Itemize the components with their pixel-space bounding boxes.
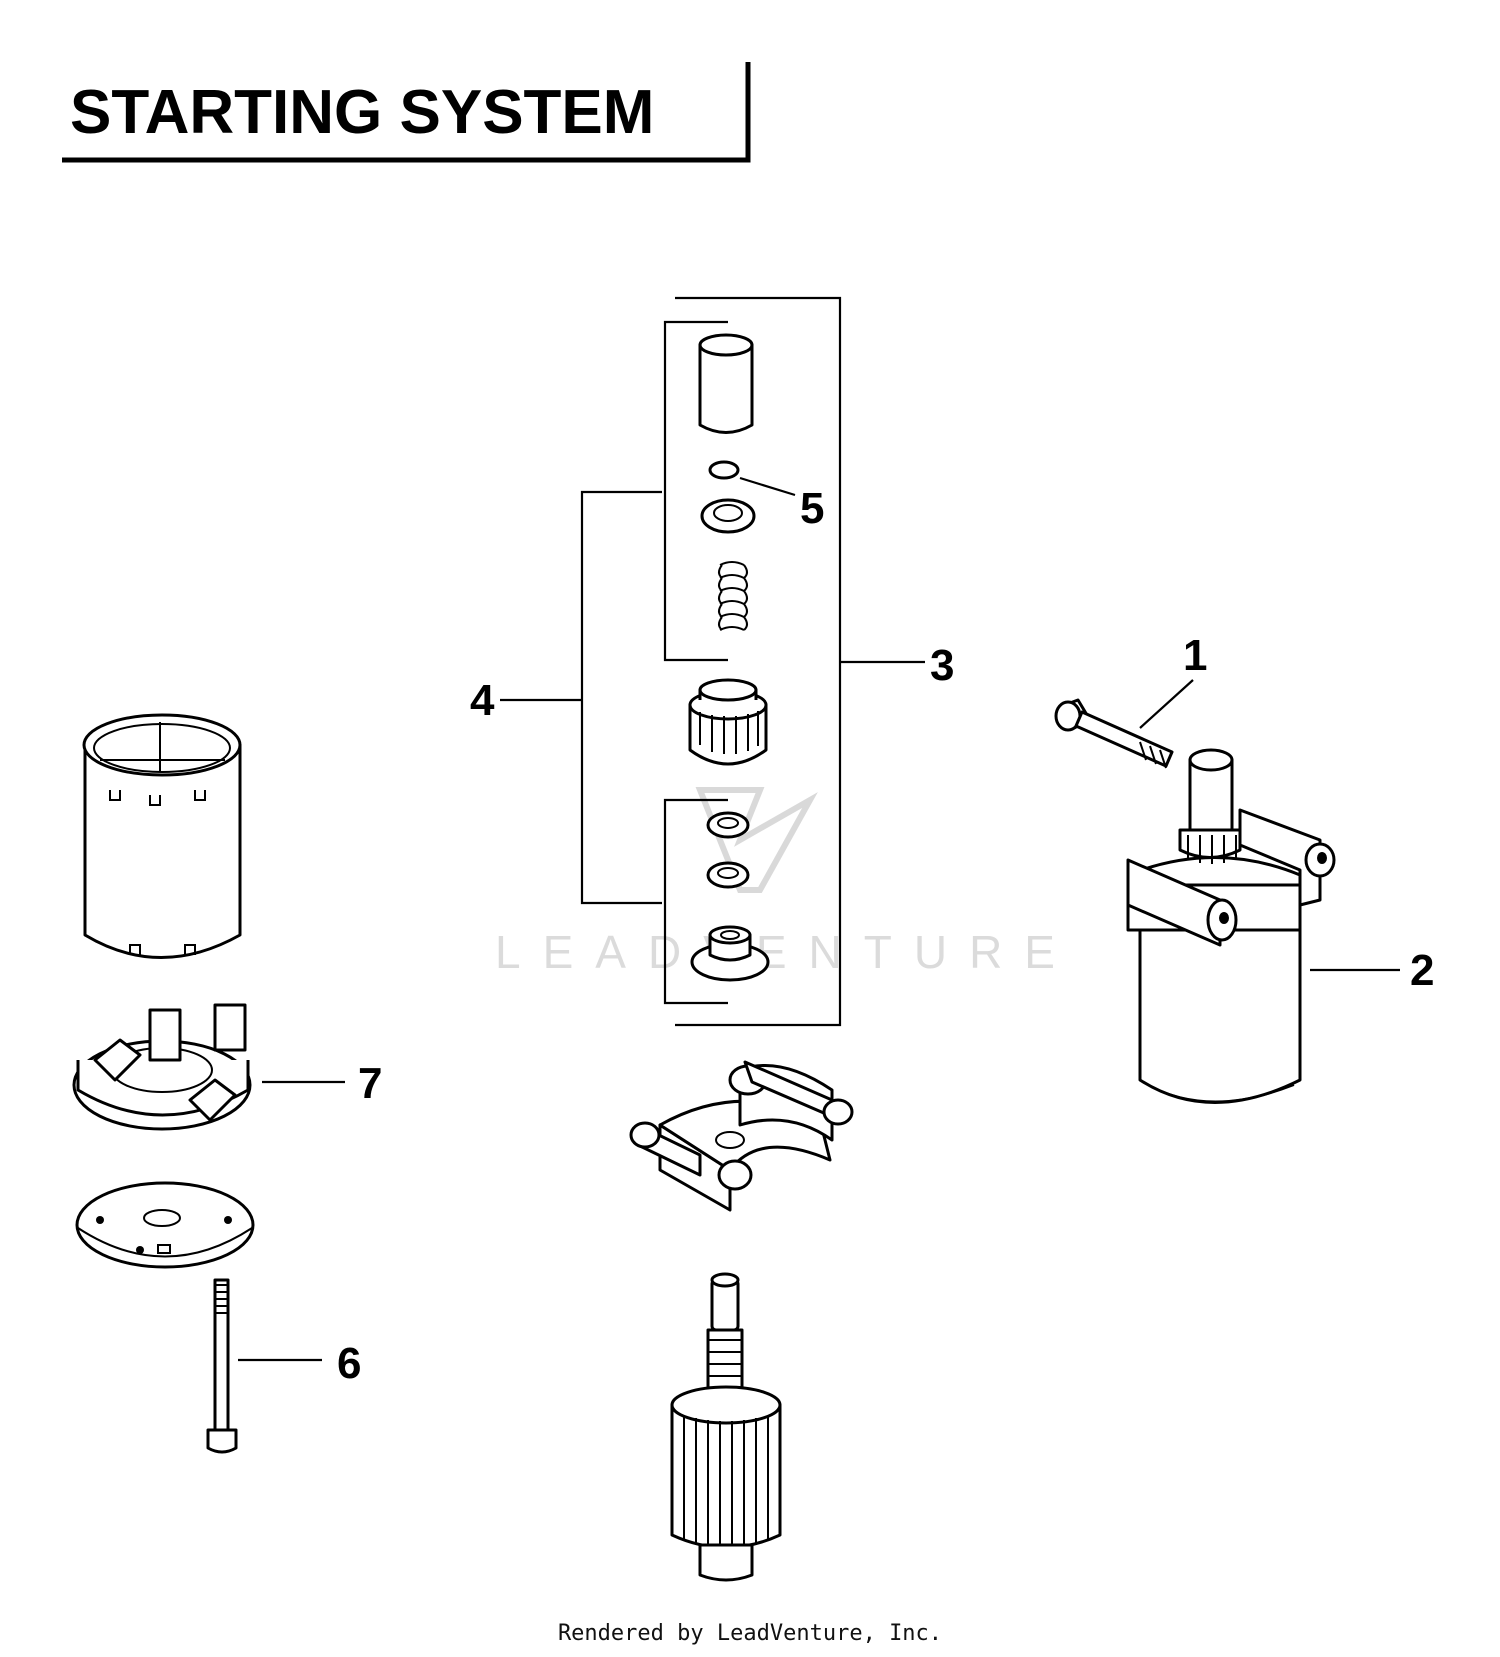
armature	[670, 1272, 782, 1582]
retaining-ring-5	[708, 460, 796, 497]
starter-frame	[82, 713, 242, 959]
anti-drift-spring	[718, 561, 748, 631]
drive-pinion	[688, 678, 768, 766]
drive-nut	[690, 925, 770, 982]
drive-sleeve	[698, 333, 754, 434]
callout-2: 2	[1410, 946, 1434, 995]
callout-3: 3	[930, 641, 954, 690]
mounting-bolt-1	[1054, 679, 1194, 769]
watermark: LEADVENTURE	[495, 787, 1077, 978]
end-plate	[75, 1181, 255, 1269]
bracket-4	[500, 320, 728, 1005]
callout-5: 5	[800, 484, 824, 533]
callout-7: 7	[358, 1059, 382, 1108]
bracket-3	[675, 296, 925, 1027]
title-block: STARTING SYSTEM	[62, 62, 751, 163]
callout-6: 6	[337, 1339, 361, 1388]
watermark-text: LEADVENTURE	[495, 926, 1077, 978]
thrust-washer-lower	[706, 861, 750, 889]
footer-credit: Rendered by LeadVenture, Inc.	[558, 1621, 942, 1646]
callout-4: 4	[470, 676, 495, 725]
brush-holder-7	[72, 1003, 345, 1131]
through-bolt-6	[206, 1278, 322, 1454]
page-title: STARTING SYSTEM	[70, 78, 654, 147]
stop-collar	[700, 498, 756, 534]
drive-end-cap	[629, 1060, 854, 1212]
thrust-washer-upper	[706, 811, 750, 839]
starter-assembly	[1126, 748, 1336, 1104]
callout-1: 1	[1183, 631, 1207, 680]
